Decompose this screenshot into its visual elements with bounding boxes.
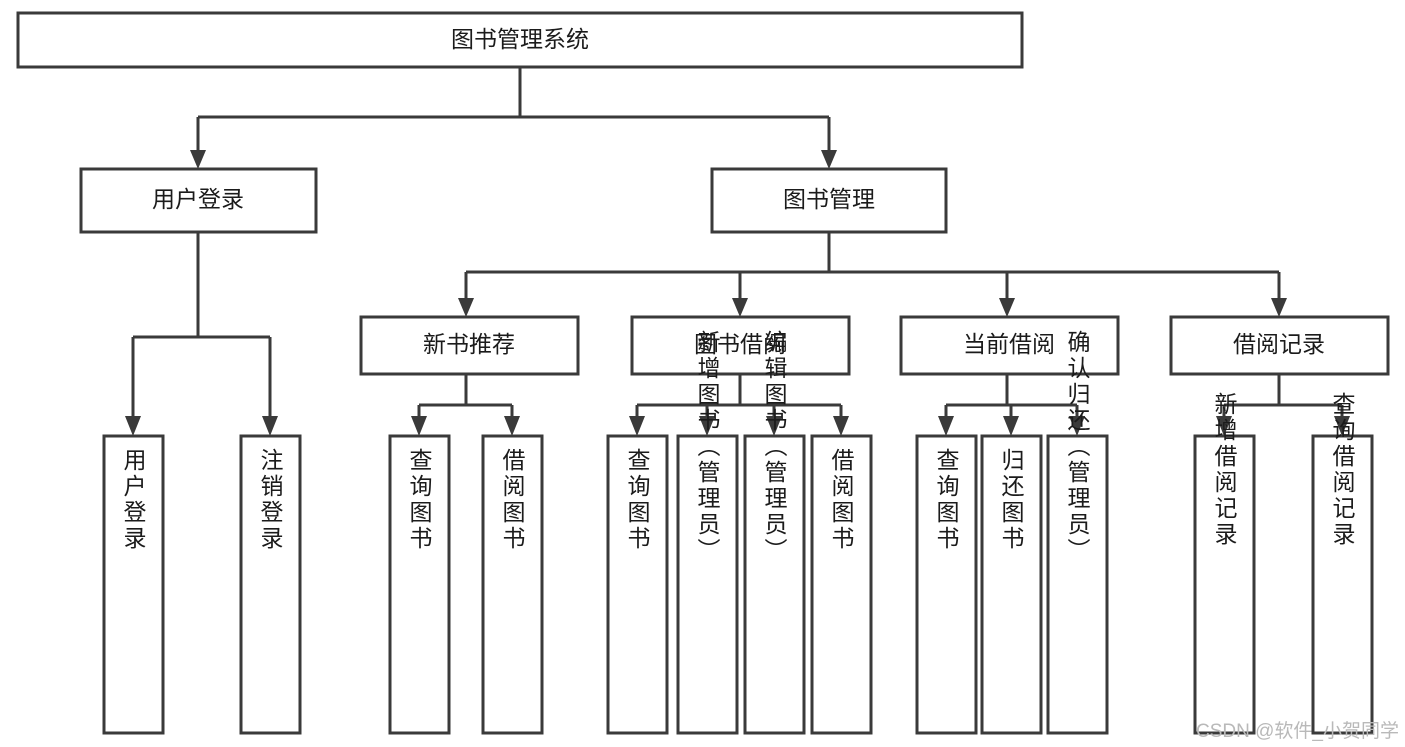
node-book-mgmt-box[interactable] (710, 167, 948, 234)
arrow-head-leaf-query-book-borrow (629, 416, 645, 436)
arrow-head-record (1271, 298, 1287, 317)
leaf-box-borrow-book-new[interactable] (481, 434, 544, 735)
leaf-node-query-book-current[interactable]: 查询图书 (915, 434, 978, 735)
node-user-login-box[interactable] (79, 167, 318, 234)
leaf-box-query-record[interactable] (1311, 434, 1374, 735)
leaf-node-edit-book[interactable]: 编辑图书（管理员） (743, 330, 806, 735)
leaf-label-logout: 注销登录 (257, 448, 284, 552)
leaf-node-query-record[interactable]: 查询借阅记录 (1311, 392, 1374, 735)
node-user-login-label: 用户登录 (152, 186, 244, 212)
leaf-label-return-book: 归还图书 (998, 448, 1025, 552)
leaf-label-query-book-borrow: 查询图书 (624, 448, 651, 552)
leaf-node-return-book[interactable]: 归还图书 (980, 434, 1043, 735)
leaf-box-query-book-borrow[interactable] (606, 434, 669, 735)
node-current-box[interactable] (899, 315, 1120, 376)
arrow-head-leaf-query-book-current (938, 416, 954, 436)
leaf-node-confirm-return[interactable]: 确认归还（管理员） (1046, 330, 1109, 735)
node-borrow[interactable]: 图书借阅 (630, 315, 851, 376)
leaf-label-add-record: 新增借阅记录 (1211, 392, 1238, 548)
node-current[interactable]: 当前借阅 (899, 315, 1120, 376)
arrow-head-leaf-edit-book (766, 416, 782, 436)
leaf-label-user-login: 用户登录 (120, 448, 147, 552)
leaf-box-return-book[interactable] (980, 434, 1043, 735)
arrow-head-leaf-query-book-new (411, 416, 427, 436)
leaf-label-add-book: 新增图书（管理员） (694, 330, 721, 564)
node-root[interactable]: 图书管理系统 (16, 11, 1024, 69)
leaf-node-borrow-book-new[interactable]: 借阅图书 (481, 434, 544, 735)
arrow-head-leaf-confirm-return (1069, 416, 1085, 436)
node-borrow-label: 图书借阅 (694, 331, 786, 357)
arrow-head-leaf-borrow-book-new (504, 416, 520, 436)
node-current-label: 当前借阅 (963, 331, 1055, 357)
leaf-box-logout[interactable] (239, 434, 302, 735)
node-root-label: 图书管理系统 (451, 26, 589, 52)
leaf-box-query-book-new[interactable] (388, 434, 451, 735)
arrow-head-leaf-user-login (125, 416, 141, 436)
arrow-head-leaf-add-book (699, 416, 715, 436)
leaf-box-add-book[interactable] (676, 434, 739, 735)
node-record[interactable]: 借阅记录 (1169, 315, 1390, 376)
leaf-box-edit-book[interactable] (743, 434, 806, 735)
arrow-head-leaf-query-record (1334, 416, 1350, 436)
node-new-book-box[interactable] (359, 315, 580, 376)
leaf-node-query-book-borrow[interactable]: 查询图书 (606, 434, 669, 735)
leaf-group: 用户登录 注销登录 查询图书 借阅图书 查询图书 新增图书（管理员） (102, 330, 1374, 735)
node-book-mgmt[interactable]: 图书管理 (710, 167, 948, 234)
node-user-login[interactable]: 用户登录 (79, 167, 318, 234)
arrow-head-book-mgmt (821, 150, 837, 169)
arrow-head-current (999, 298, 1015, 317)
leaf-label-query-record: 查询借阅记录 (1329, 392, 1356, 548)
leaf-box-borrow-book[interactable] (810, 434, 873, 735)
leaf-node-query-book-new[interactable]: 查询图书 (388, 434, 451, 735)
leaf-box-query-book-current[interactable] (915, 434, 978, 735)
leaf-label-borrow-book-new: 借阅图书 (499, 448, 526, 552)
leaf-node-logout[interactable]: 注销登录 (239, 434, 302, 735)
leaf-label-confirm-return: 确认归还（管理员） (1064, 330, 1091, 564)
leaf-box-add-record[interactable] (1193, 434, 1256, 735)
arrow-head-leaf-borrow-book (833, 416, 849, 436)
node-book-mgmt-label: 图书管理 (783, 186, 875, 212)
node-borrow-box[interactable] (630, 315, 851, 376)
arrow-head-leaf-return-book (1003, 416, 1019, 436)
arrow-head-user-login (190, 150, 206, 169)
node-new-book-label: 新书推荐 (423, 331, 515, 357)
node-new-book[interactable]: 新书推荐 (359, 315, 580, 376)
leaf-node-borrow-book[interactable]: 借阅图书 (810, 434, 873, 735)
leaf-label-query-book-current: 查询图书 (933, 448, 960, 552)
leaf-node-add-book[interactable]: 新增图书（管理员） (676, 330, 739, 735)
leaf-label-borrow-book: 借阅图书 (828, 448, 855, 552)
leaf-node-user-login[interactable]: 用户登录 (102, 434, 165, 735)
node-record-label: 借阅记录 (1233, 331, 1325, 357)
leaf-box-user-login[interactable] (102, 434, 165, 735)
connector-group (125, 67, 1350, 436)
arrow-head-leaf-logout (262, 416, 278, 436)
arrow-head-new-book (458, 298, 474, 317)
node-record-box[interactable] (1169, 315, 1390, 376)
arrow-head-borrow (732, 298, 748, 317)
leaf-box-confirm-return[interactable] (1046, 434, 1109, 735)
leaf-node-add-record[interactable]: 新增借阅记录 (1193, 392, 1256, 735)
leaf-label-query-book-new: 查询图书 (406, 448, 433, 552)
node-root-box[interactable] (16, 11, 1024, 69)
leaf-label-edit-book: 编辑图书（管理员） (761, 330, 788, 564)
arrow-head-leaf-add-record (1216, 416, 1232, 436)
